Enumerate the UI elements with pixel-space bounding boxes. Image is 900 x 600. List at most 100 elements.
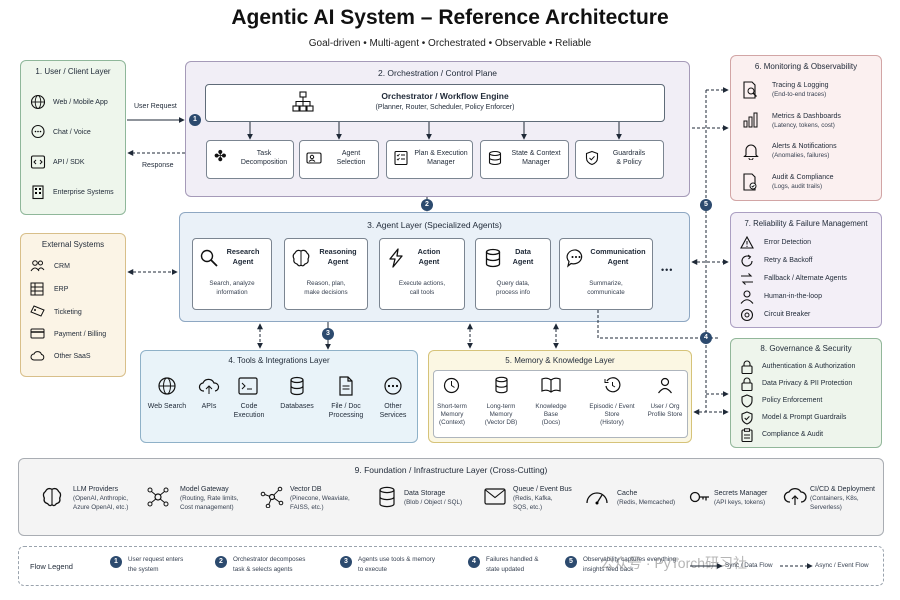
watermark: 公众号 · PyTorch研习社 bbox=[600, 555, 748, 571]
cloud-api-icon bbox=[198, 377, 220, 395]
code-icon bbox=[30, 154, 46, 170]
retry-icon bbox=[740, 254, 754, 268]
tool-label: Processing bbox=[328, 412, 364, 419]
foundation-item-desc: Cost management) bbox=[180, 504, 234, 511]
agent-name: Research bbox=[226, 247, 260, 256]
lightning-icon bbox=[386, 248, 406, 268]
agent-desc: make decisions bbox=[304, 289, 348, 296]
legend-step-badge: 2 bbox=[215, 556, 227, 568]
foundation-title: 9. Foundation / Infrastructure Layer (Cr… bbox=[354, 465, 548, 475]
legend-step-badge: 1 bbox=[110, 556, 122, 568]
legend-step-text: to execute bbox=[358, 566, 388, 573]
globe-icon bbox=[157, 376, 177, 396]
governance-item: Data Privacy & PII Protection bbox=[762, 380, 853, 387]
monitoring-title: 6. Monitoring & Observability bbox=[754, 62, 858, 71]
monitoring-item-desc: (Latency, tokens, cost) bbox=[772, 122, 835, 129]
orch-module-label: Decomposition bbox=[240, 159, 288, 166]
memory-label: Episodic / Event bbox=[589, 403, 635, 410]
memory-label: (Vector DB) bbox=[484, 419, 518, 426]
monitoring-item: Metrics & Dashboards bbox=[772, 113, 841, 120]
memory-label: Long-term bbox=[486, 403, 516, 410]
user-icon bbox=[657, 377, 673, 394]
memory-label: (Docs) bbox=[541, 419, 561, 426]
document-search-icon bbox=[742, 81, 759, 99]
grid-icon bbox=[30, 282, 44, 296]
reliability-title: 7. Reliability & Failure Management bbox=[744, 219, 868, 228]
database-icon bbox=[289, 376, 305, 396]
legend-async-label: Async / Event Flow bbox=[815, 562, 869, 569]
foundation-item-desc: SQS, etc.) bbox=[513, 504, 543, 511]
cloud-upload-icon bbox=[783, 486, 807, 506]
reliability-item: Circuit Breaker bbox=[764, 311, 811, 318]
memory-label: User / Org bbox=[650, 403, 680, 410]
building-icon bbox=[30, 184, 46, 200]
foundation-item-desc: Azure OpenAI, etc.) bbox=[73, 504, 129, 511]
agent-name: Action bbox=[417, 247, 441, 256]
orch-module-guardrails bbox=[575, 140, 664, 179]
audit-document-icon bbox=[742, 173, 759, 191]
external-item: CRM bbox=[54, 263, 70, 270]
governance-item: Model & Prompt Guardrails bbox=[762, 414, 847, 421]
foundation-item-desc: (API keys, tokens) bbox=[714, 499, 766, 506]
agent-name: Data bbox=[515, 247, 531, 256]
monitoring-item-desc: (Anomalies, failures) bbox=[772, 152, 830, 159]
foundation-item: Vector DB bbox=[290, 486, 322, 493]
agent-name: Agent bbox=[327, 257, 349, 266]
client-item: API / SDK bbox=[53, 159, 85, 166]
flow-badge: 2 bbox=[421, 199, 433, 211]
flow-badge: 1 bbox=[189, 114, 201, 126]
tool-label: Services bbox=[379, 412, 407, 419]
foundation-item-desc: (Redis, Kafka, bbox=[513, 495, 553, 502]
flow-badge: 3 bbox=[322, 328, 334, 340]
agent-desc: communicate bbox=[587, 289, 625, 296]
agent-name: Agent bbox=[607, 257, 629, 266]
orchestration-title: 2. Orchestration / Control Plane bbox=[377, 68, 498, 78]
foundation-item-desc: (Blob / Object / SQL) bbox=[404, 499, 463, 506]
clock-icon bbox=[443, 377, 460, 394]
foundation-item: Model Gateway bbox=[180, 486, 229, 493]
more-circle-icon bbox=[383, 376, 403, 396]
reliability-layer bbox=[730, 212, 882, 328]
document-icon bbox=[338, 376, 354, 396]
flow-legend-title: Flow Legend bbox=[30, 562, 73, 571]
more-agents-ellipsis: ••• bbox=[661, 265, 674, 275]
response-label: Response bbox=[142, 162, 174, 169]
person-icon bbox=[740, 290, 754, 304]
lock-icon bbox=[741, 360, 753, 374]
agent-layer-title: 3. Agent Layer (Specialized Agents) bbox=[367, 220, 502, 230]
foundation-item: Cache bbox=[617, 490, 638, 497]
external-item: Payment / Billing bbox=[54, 331, 107, 338]
memory-label: Base bbox=[543, 411, 559, 418]
legend-step-badge: 3 bbox=[340, 556, 352, 568]
agent-desc: Execute actions, bbox=[398, 280, 446, 287]
foundation-item-desc: (Redis, Memcached) bbox=[617, 499, 676, 506]
foundation-item: Data Storage bbox=[404, 490, 446, 497]
fallback-arrows-icon bbox=[740, 272, 754, 286]
orch-module-label: Selection bbox=[336, 159, 366, 166]
governance-title: 8. Governance & Security bbox=[760, 344, 852, 353]
tool-label: Execution bbox=[233, 412, 265, 419]
orch-module-agent-selection bbox=[299, 140, 379, 179]
agent-desc: Search, analyze bbox=[209, 280, 255, 287]
tools-layer bbox=[140, 350, 418, 443]
foundation-item-desc: FAISS, etc.) bbox=[290, 504, 324, 511]
foundation-item-desc: (OpenAI, Anthropic, bbox=[73, 495, 128, 502]
flow-legend bbox=[18, 546, 884, 586]
monitoring-item: Tracing & Logging bbox=[772, 82, 829, 89]
foundation-item: CI/CD & Deployment bbox=[810, 486, 875, 493]
orch-module-label: Manager bbox=[522, 159, 550, 166]
legend-step-text: insights feed back bbox=[583, 566, 634, 573]
tool-label: Code bbox=[240, 403, 258, 410]
governance-layer bbox=[730, 338, 882, 448]
clipboard-icon bbox=[741, 428, 753, 442]
legend-sync-label: Sync / Data Flow bbox=[725, 562, 773, 569]
monitoring-item: Audit & Compliance bbox=[772, 174, 834, 181]
agent-desc: process info bbox=[496, 289, 530, 296]
foundation-item: Queue / Event Bus bbox=[513, 486, 572, 493]
agent-desc: Query data, bbox=[496, 280, 530, 287]
memory-label: Knowledge bbox=[535, 403, 567, 410]
reliability-item: Error Detection bbox=[764, 239, 812, 246]
agent-name: Agent bbox=[512, 257, 534, 266]
legend-step-text: Orchestrator decomposes bbox=[233, 556, 306, 563]
memory-label: Memory bbox=[489, 411, 513, 418]
